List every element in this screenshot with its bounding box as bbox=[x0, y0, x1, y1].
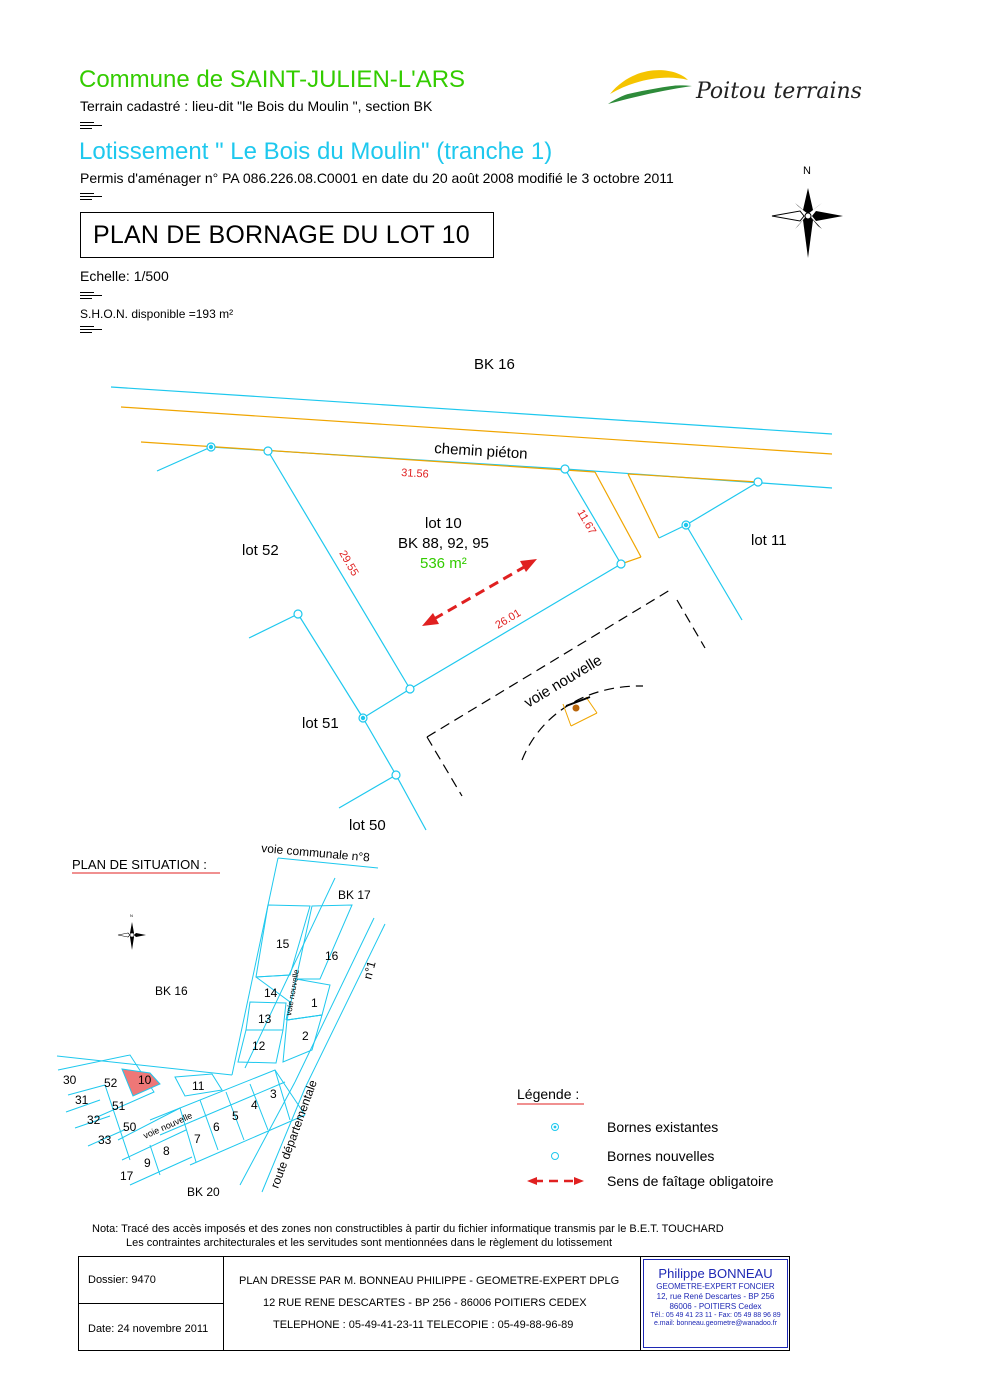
svg-text:32: 32 bbox=[87, 1113, 101, 1127]
svg-text:31: 31 bbox=[75, 1093, 89, 1107]
svg-text:4: 4 bbox=[251, 1098, 258, 1112]
svg-text:Sens de faîtage obligatoire: Sens de faîtage obligatoire bbox=[607, 1173, 774, 1189]
svg-text:lot 50: lot 50 bbox=[349, 817, 386, 834]
svg-text:3: 3 bbox=[270, 1087, 277, 1101]
svg-text:17: 17 bbox=[120, 1169, 134, 1183]
footer-line-3: TELEPHONE : 05-49-41-23-11 TELECOPIE : 0… bbox=[273, 1319, 574, 1331]
note-line-2: Les contraintes architecturales et les s… bbox=[126, 1237, 613, 1249]
scale-text: Echelle: 1/500 bbox=[80, 268, 169, 284]
situation-lot-numbers: 30 31 32 33 52 51 50 10 11 17 9 8 7 6 5 … bbox=[63, 937, 339, 1183]
svg-text:33: 33 bbox=[98, 1133, 112, 1147]
svg-text:BK 88, 92, 95: BK 88, 92, 95 bbox=[398, 535, 489, 552]
bk16-label: BK 16 bbox=[474, 356, 515, 373]
plan-date: Date: 24 novembre 2011 bbox=[88, 1323, 209, 1335]
page-title: PLAN DE BORNAGE DU LOT 10 bbox=[93, 221, 470, 249]
cadastre-text: Terrain cadastré : lieu-dit "le Bois du … bbox=[80, 98, 433, 114]
separator-mark bbox=[80, 122, 102, 130]
svg-text:5: 5 bbox=[232, 1109, 239, 1123]
svg-text:BK 17: BK 17 bbox=[338, 888, 371, 902]
lotissement-title: Lotissement " Le Bois du Moulin" (tranch… bbox=[79, 138, 553, 165]
footer-line-1: PLAN DRESSE PAR M. BONNEAU PHILIPPE - GE… bbox=[239, 1275, 620, 1287]
svg-text:13: 13 bbox=[258, 1012, 272, 1026]
svg-text:Bornes nouvelles: Bornes nouvelles bbox=[607, 1148, 714, 1164]
bornes-nouvelles bbox=[263, 446, 763, 780]
svg-text:10: 10 bbox=[138, 1073, 152, 1087]
svg-text:lot 11: lot 11 bbox=[751, 532, 787, 549]
svg-text:N: N bbox=[130, 913, 133, 918]
svg-text:536 m²: 536 m² bbox=[420, 555, 467, 572]
svg-text:2: 2 bbox=[302, 1029, 309, 1043]
svg-text:N: N bbox=[803, 165, 811, 177]
svg-text:16: 16 bbox=[325, 949, 339, 963]
svg-text:lot 10: lot 10 bbox=[425, 515, 462, 532]
svg-text:12: 12 bbox=[252, 1039, 266, 1053]
svg-text:11: 11 bbox=[192, 1079, 205, 1093]
svg-text:11.67: 11.67 bbox=[574, 508, 598, 537]
svg-text:8: 8 bbox=[163, 1144, 170, 1158]
svg-text:chemin piéton: chemin piéton bbox=[434, 440, 528, 463]
svg-text:n°1: n°1 bbox=[360, 959, 378, 980]
svg-text:voie nouvelle: voie nouvelle bbox=[142, 1110, 194, 1141]
svg-text:6: 6 bbox=[213, 1120, 220, 1134]
faitage-marker bbox=[562, 696, 598, 727]
svg-text:31.56: 31.56 bbox=[401, 467, 429, 481]
dossier-number: Dossier: 9470 bbox=[88, 1274, 156, 1286]
svg-text:15: 15 bbox=[276, 937, 290, 951]
svg-text:voie nouvelle: voie nouvelle bbox=[521, 652, 605, 712]
svg-text:PLAN DE SITUATION :: PLAN DE SITUATION : bbox=[72, 857, 207, 872]
svg-text:50: 50 bbox=[123, 1120, 137, 1134]
poitou-terrains-logo: Poitou terrains bbox=[608, 70, 862, 104]
geometre-stamp: Philippe BONNEAU GEOMETRE-EXPERT FONCIER… bbox=[643, 1259, 788, 1348]
footer-cartouche: Dossier: 9470 Date: 24 novembre 2011 PLA… bbox=[78, 1256, 790, 1351]
situation-north-icon bbox=[117, 922, 146, 950]
title-box: PLAN DE BORNAGE DU LOT 10 bbox=[80, 212, 494, 258]
ridge-direction-arrow bbox=[422, 559, 537, 626]
svg-text:7: 7 bbox=[194, 1132, 201, 1146]
separator-mark bbox=[80, 292, 102, 300]
north-arrow-icon bbox=[771, 188, 843, 258]
svg-text:BK 16: BK 16 bbox=[155, 984, 188, 998]
permis-text: Permis d'aménager n° PA 086.226.08.C0001… bbox=[80, 170, 674, 186]
lot-10-highlight bbox=[121, 1068, 161, 1097]
svg-text:14: 14 bbox=[264, 986, 278, 1000]
faitage-arrow-icon bbox=[527, 1177, 584, 1185]
note-line-1: Nota: Tracé des accès imposés et des zon… bbox=[92, 1223, 724, 1235]
svg-text:Bornes existantes: Bornes existantes bbox=[607, 1119, 718, 1135]
svg-text:1: 1 bbox=[311, 996, 318, 1010]
svg-text:lot 51: lot 51 bbox=[302, 715, 339, 732]
svg-text:30: 30 bbox=[63, 1073, 77, 1087]
commune-title: Commune de SAINT-JULIEN-L'ARS bbox=[79, 66, 466, 93]
svg-text:51: 51 bbox=[112, 1099, 126, 1113]
separator-mark bbox=[80, 326, 102, 334]
svg-text:29.55: 29.55 bbox=[336, 549, 360, 579]
separator-mark bbox=[80, 193, 102, 201]
svg-text:Légende :: Légende : bbox=[517, 1086, 579, 1102]
footer-line-2: 12 RUE RENE DESCARTES - BP 256 - 86006 P… bbox=[263, 1297, 587, 1309]
borne-nouvelle-icon bbox=[551, 1152, 559, 1160]
svg-text:lot 52: lot 52 bbox=[242, 542, 279, 559]
svg-text:Poitou terrains: Poitou terrains bbox=[695, 79, 862, 104]
svg-text:26.01: 26.01 bbox=[493, 607, 523, 631]
svg-text:52: 52 bbox=[104, 1076, 118, 1090]
shon-text: S.H.O.N. disponible =193 m² bbox=[80, 307, 234, 321]
svg-text:BK 20: BK 20 bbox=[187, 1185, 220, 1199]
bornes-existantes bbox=[206, 442, 691, 723]
svg-text:9: 9 bbox=[144, 1156, 151, 1170]
